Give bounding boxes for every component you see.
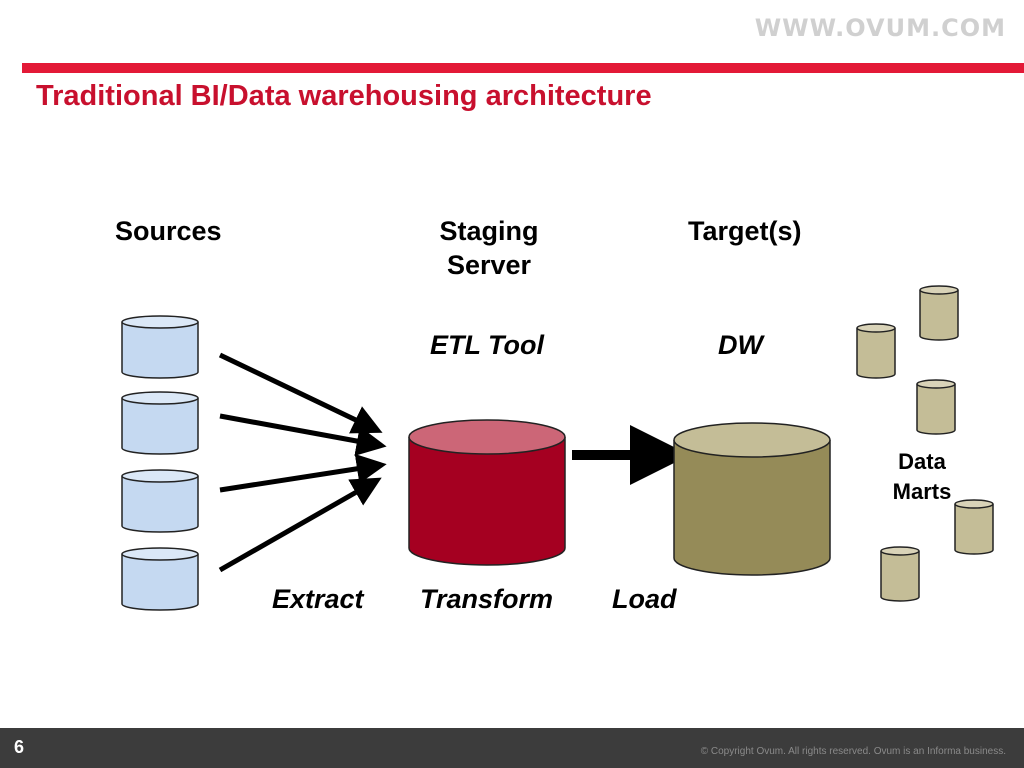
extract-arrow-3 — [219, 453, 387, 493]
sources-label: Sources — [115, 216, 222, 246]
extract-label: Extract — [272, 584, 364, 614]
staging-label-line2: Server — [446, 250, 532, 280]
staging-database — [408, 419, 566, 566]
footer-bar — [0, 728, 1024, 768]
source-database-4 — [121, 547, 199, 611]
copyright-notice: © Copyright Ovum. All rights reserved. O… — [700, 746, 1006, 757]
data-mart-4 — [954, 499, 994, 555]
data-mart-2 — [856, 323, 896, 379]
data-warehouse-database — [673, 422, 831, 576]
etl-tool-label: ETL Tool — [430, 330, 544, 360]
data-marts-label-line1: Data — [898, 449, 946, 474]
data-marts-label-line2: Marts — [892, 479, 952, 504]
targets-label: Target(s) — [688, 216, 802, 246]
extract-arrow-4 — [218, 477, 382, 573]
slide-title: Traditional BI/Data warehousing architec… — [36, 80, 652, 112]
load-label: Load — [612, 584, 677, 614]
brand-logo-text: WWW.OVUM.COM — [754, 14, 1006, 42]
data-mart-5 — [880, 546, 920, 602]
source-database-1 — [121, 315, 199, 379]
extract-arrow-2 — [219, 413, 387, 456]
architecture-diagram — [121, 285, 994, 611]
transform-label: Transform — [420, 584, 554, 614]
title-divider-bar — [22, 63, 1024, 73]
data-mart-1 — [919, 285, 959, 341]
extract-arrow-1 — [218, 352, 383, 434]
staging-label-line1: Staging — [439, 216, 539, 246]
source-database-3 — [121, 469, 199, 533]
dw-label: DW — [718, 330, 763, 360]
source-database-2 — [121, 391, 199, 455]
page-number: 6 — [14, 737, 25, 757]
data-mart-3 — [916, 379, 956, 435]
